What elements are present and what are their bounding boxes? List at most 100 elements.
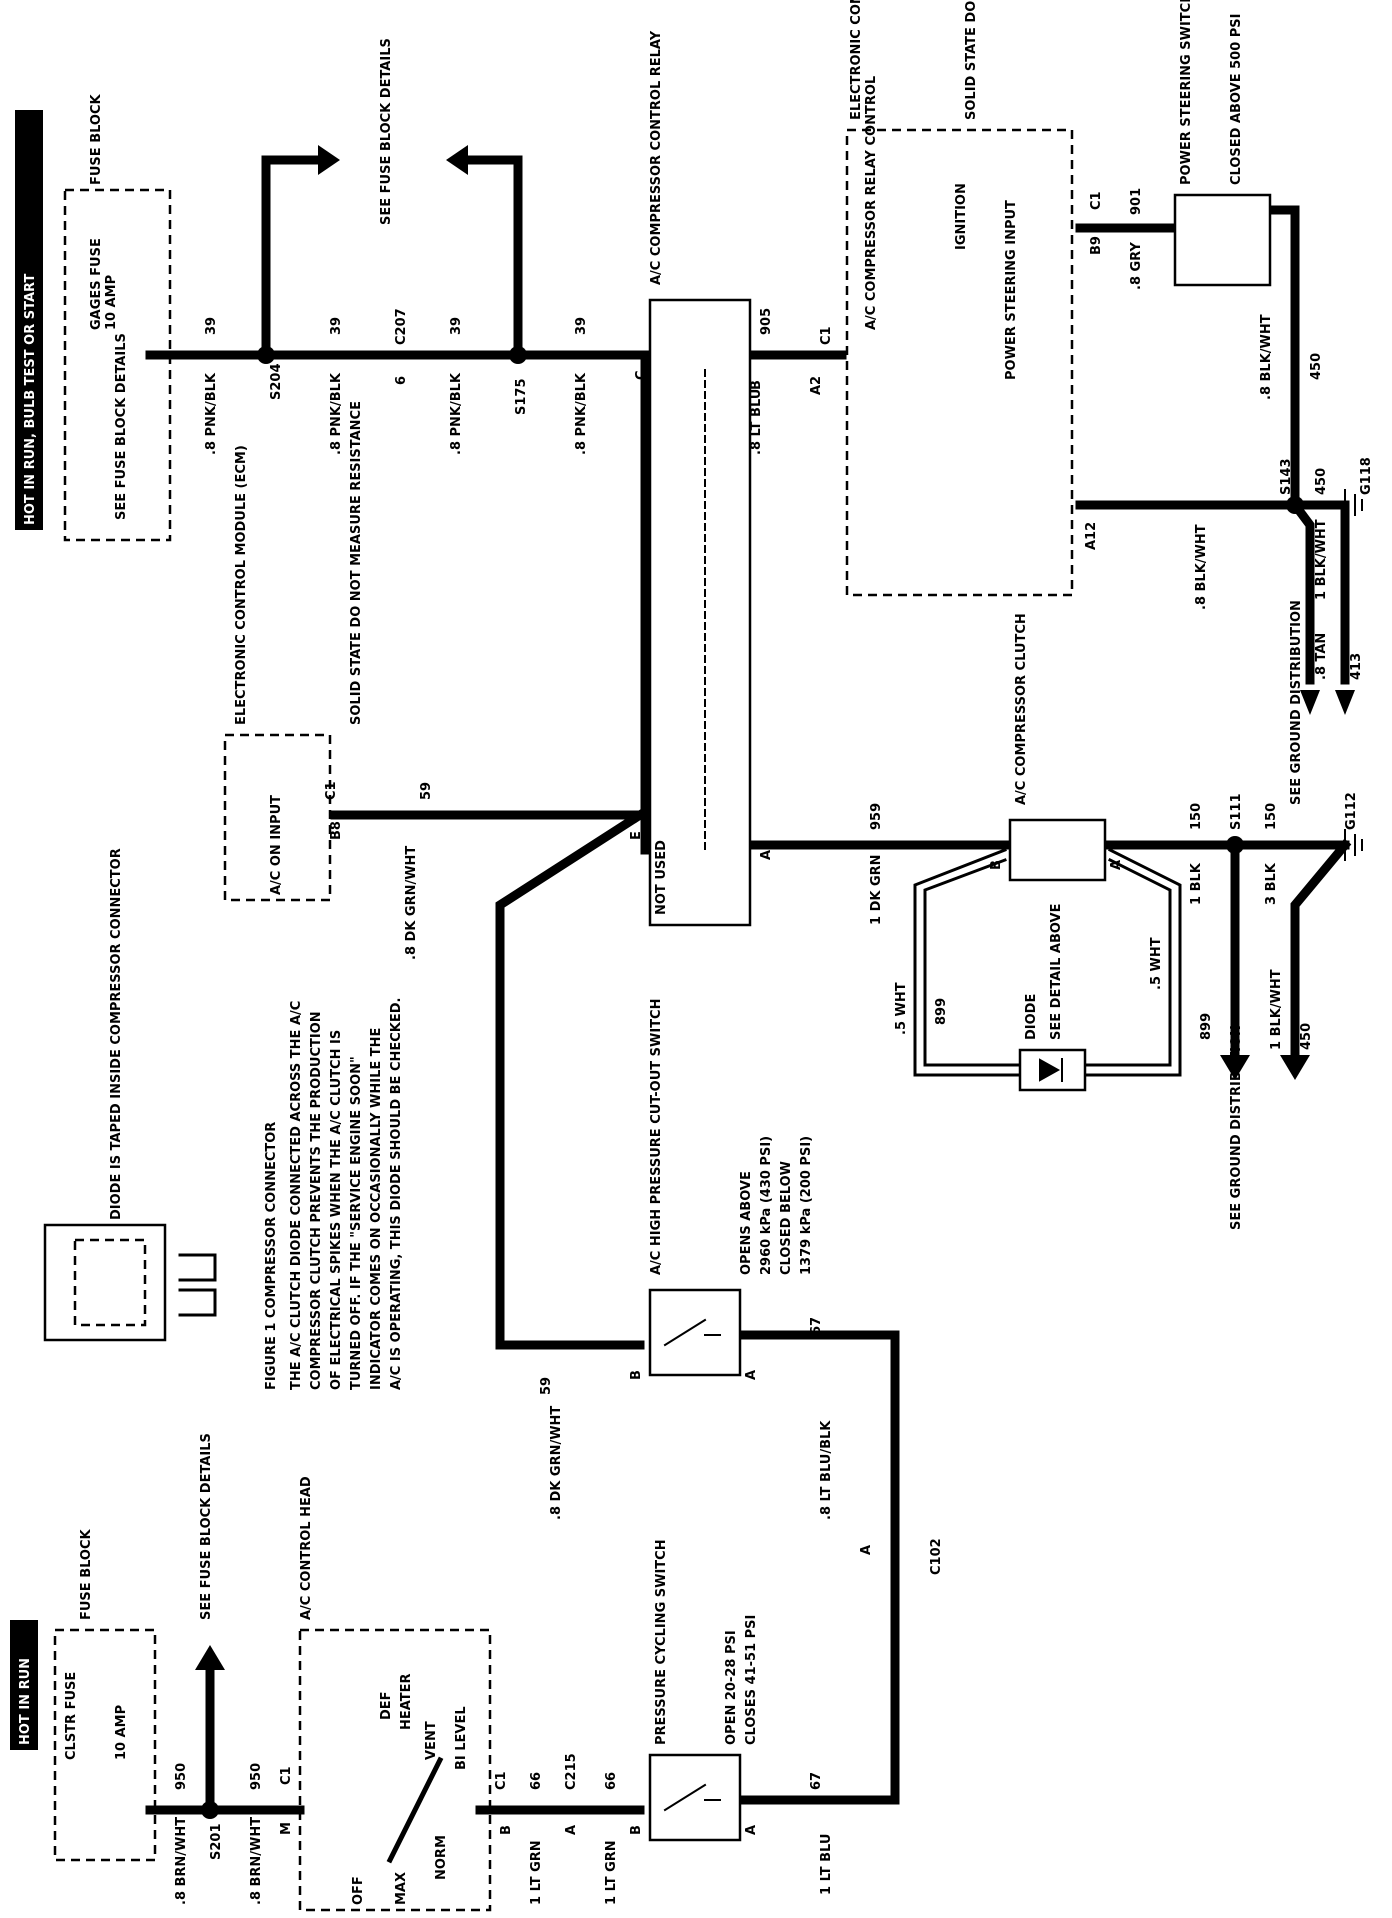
ecm-left-title: ELECTRONIC CONTROL MODULE (ECM)	[234, 445, 249, 725]
ecm-top-note: SOLID STATE DO NOT MEASURE RESISTANCE	[964, 0, 979, 120]
figure-line-5: INDICATOR COMES ON OCCASIONALLY WHILE TH…	[369, 1028, 384, 1390]
hp-switch-title: A/C HIGH PRESSURE CUT-OUT SWITCH	[649, 999, 664, 1275]
pc-switch-box	[648, 1753, 742, 1842]
pin-label: A	[759, 850, 774, 860]
relay-box	[648, 298, 752, 927]
splice-s204	[257, 346, 275, 364]
ecm-relay-control: A/C COMPRESSOR RELAY CONTROL	[864, 76, 879, 330]
pin-label: A	[859, 1545, 874, 1555]
ecm-ps-input: POWER STEERING INPUT	[1004, 200, 1019, 380]
circuit-number: 39	[204, 317, 219, 335]
relay-title: A/C COMPRESSOR CONTROL RELAY	[649, 30, 664, 285]
figure-line-1: THE A/C CLUTCH DIODE CONNECTED ACROSS TH…	[289, 1001, 304, 1390]
control-head-box	[298, 1628, 492, 1912]
pin-label: M	[279, 1822, 294, 1835]
wire-label: .8 PNK/BLK	[329, 372, 344, 455]
wire-label: .8 BLK/WHT	[1259, 314, 1274, 400]
wire-label: 3 BLK	[1264, 862, 1279, 905]
circuit-number: 39	[574, 317, 589, 335]
ground-dist-top: SEE GROUND DISTRIBUTION	[1289, 600, 1304, 805]
wire-label: .8 BRN/WHT	[249, 1817, 264, 1905]
arrow-right-icon	[318, 145, 340, 175]
wire-label: .8 PNK/BLK	[204, 372, 219, 455]
fuse-top-see-details: SEE FUSE BLOCK DETAILS	[114, 333, 129, 520]
wire-label: .8 DK GRN/WHT	[549, 1406, 564, 1520]
see-fuse-details: SEE FUSE BLOCK DETAILS	[379, 38, 394, 225]
diode-note: SEE DETAIL ABOVE	[1049, 904, 1064, 1041]
circuit-number: 67	[809, 1317, 824, 1335]
ecm-left-input: A/C ON INPUT	[269, 795, 284, 895]
relay-not-used: NOT USED	[654, 840, 669, 915]
pin-label: A	[744, 1825, 759, 1835]
connector-label: C1	[494, 1771, 509, 1790]
ground-dist-bottom: SEE GROUND DISTRIBUTION	[1229, 1025, 1244, 1230]
wire-label: .8 BLK/WHT	[1194, 524, 1209, 610]
clutch-box	[1008, 818, 1107, 882]
control-head-heater: HEATER	[399, 1673, 414, 1730]
diode-title: DIODE	[1024, 994, 1039, 1040]
splice-s111	[1226, 836, 1244, 854]
circuit-number: 899	[1199, 1013, 1214, 1040]
wire-899-right-b	[1083, 857, 1172, 1067]
fuse-block-top-title: FUSE BLOCK	[89, 93, 104, 185]
splice-s175	[509, 346, 527, 364]
pin-label: B	[989, 860, 1004, 870]
hp-switch-line: OPENS ABOVE	[739, 1171, 754, 1275]
figure-connector	[43, 1223, 167, 1342]
fuse-block-bottom	[53, 1628, 157, 1862]
ecm-top-box	[845, 128, 1074, 597]
wire-label: .8 PNK/BLK	[449, 372, 464, 455]
gages-fuse-label: GAGES FUSE	[89, 238, 104, 330]
pin-label: E	[629, 831, 644, 840]
wire-label: 1 BLK/WHT	[1269, 969, 1284, 1050]
control-head-vent: VENT	[424, 1721, 439, 1760]
circuit-number: 59	[419, 782, 434, 800]
ecm-left-box	[223, 733, 332, 902]
pin-label: B9	[1089, 236, 1104, 255]
ps-switch-title: POWER STEERING SWITCH	[1179, 0, 1194, 185]
wire-67	[740, 1330, 900, 1805]
splice-s143	[1286, 496, 1304, 514]
arrow-down-icon	[1300, 690, 1320, 715]
ground-icon	[1344, 489, 1363, 521]
wire-899-right-a	[1083, 847, 1182, 1077]
circuit-number: 39	[329, 317, 344, 335]
wire-s204-branch	[261, 155, 323, 360]
pin-label: A	[564, 1825, 579, 1835]
circuit-number: 66	[604, 1772, 619, 1790]
connector-label: C1	[324, 781, 339, 800]
circuit-number: 950	[249, 1763, 264, 1790]
ps-switch-box	[1173, 193, 1272, 287]
wire-label: .5 WHT	[1149, 937, 1164, 990]
gages-fuse-rating: 10 AMP	[104, 275, 119, 330]
splice-label: S175	[514, 379, 529, 416]
pc-switch-line: CLOSES 41-51 PSI	[744, 1615, 759, 1745]
figure-line-3: OF ELECTRICAL SPIKES WHEN THE A/C CLUTCH…	[329, 1030, 344, 1390]
arrow-down-icon	[1280, 1055, 1310, 1080]
circuit-number: 413	[1349, 653, 1364, 680]
fuse-block-bottom-title: FUSE BLOCK	[79, 1528, 94, 1620]
control-head-max: MAX	[394, 1872, 409, 1905]
hp-switch-box	[648, 1288, 742, 1377]
circuit-number: 59	[539, 1377, 554, 1395]
wire-label: .8 LT BLU/BLK	[819, 1420, 834, 1520]
connector-label: C102	[929, 1538, 944, 1575]
wire-label: 1 BLK	[1189, 862, 1204, 905]
pin-label: B	[749, 380, 764, 390]
pc-switch-line: OPEN 20-28 PSI	[724, 1630, 739, 1745]
clutch-title: A/C COMPRESSOR CLUTCH	[1014, 613, 1029, 805]
wire-450-g112	[1290, 838, 1352, 1060]
wire-label: .8 BRN/WHT	[174, 1817, 189, 1905]
clstr-fuse-rating: 10 AMP	[114, 1705, 129, 1760]
pin-label: A12	[1084, 522, 1099, 550]
arrow-down-icon	[1220, 1055, 1250, 1080]
circuit-number: 67	[809, 1772, 824, 1790]
figure-line-2: COMPRESSOR CLUTCH PREVENTS THE PRODUCTIO…	[309, 1011, 324, 1390]
ecm-top-title: ELECTRONIC CONTROL MODULE (ECM)	[849, 0, 864, 120]
circuit-number: 905	[759, 308, 774, 335]
wire-label: .5 WHT	[894, 982, 909, 1035]
control-head-def: DEF	[379, 1691, 394, 1720]
hp-switch-line: 2960 kPa (430 PSI)	[759, 1136, 774, 1275]
hp-switch-line: CLOSED BELOW	[779, 1161, 794, 1275]
